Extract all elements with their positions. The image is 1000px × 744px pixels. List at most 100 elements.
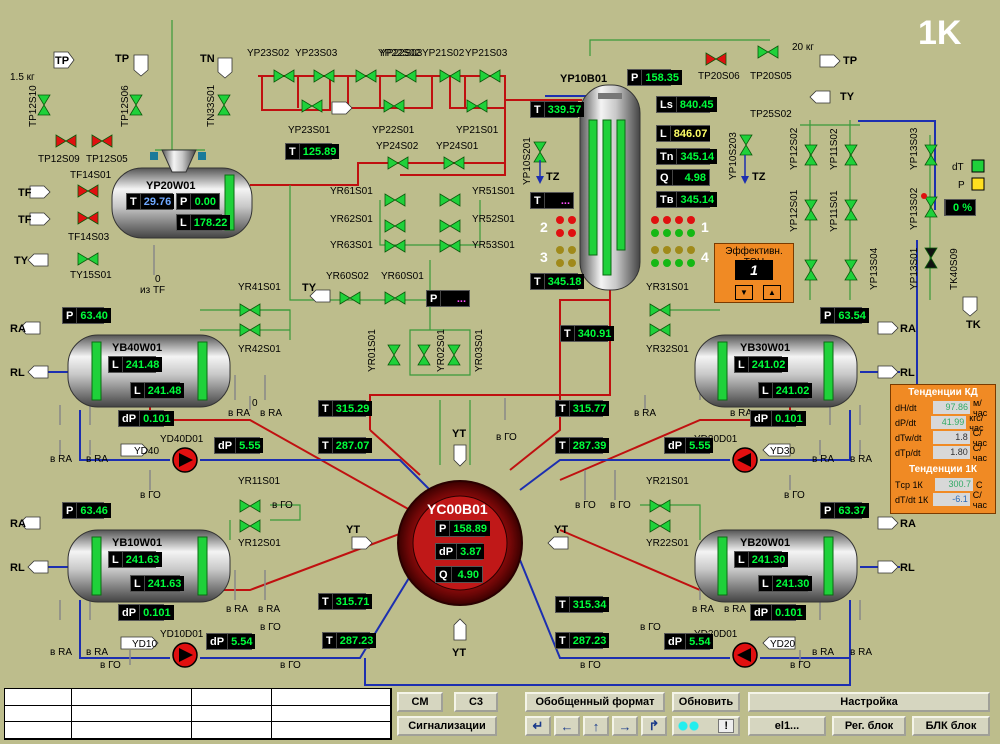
lbl-yr52s01: YR52S01 — [472, 214, 515, 225]
arrow-back-icon[interactable]: ↵ — [525, 716, 551, 736]
lbl-vgo-7: в ГО — [784, 490, 805, 501]
lbl-ra1: RA — [10, 323, 26, 335]
lbl-yp12s01: YP12S01 — [789, 189, 800, 232]
heater-efficiency-panel: Эффективн. ТЭН 1 ▼ ▲ — [714, 243, 794, 303]
lbl-yr41s01: YR41S01 — [238, 282, 281, 293]
lbl-yp21s02: YP21S02 — [422, 48, 465, 59]
lbl-yr32s01: YR32S01 — [646, 344, 689, 355]
arrow-forward-icon[interactable]: ↱ — [641, 716, 667, 736]
pump30-tag: YD30 — [770, 446, 795, 457]
lbl-vra-12: в RA — [850, 454, 872, 465]
lbl-vra-11: в RA — [812, 454, 834, 465]
lbl-tp12s06: TP12S06 — [120, 85, 131, 127]
sg30-name: YB30W01 — [740, 342, 790, 354]
settings-button[interactable]: Настройка — [748, 692, 990, 712]
general-format-button[interactable]: Обобщенный формат — [525, 692, 665, 712]
lbl-vra-9: в RA — [634, 408, 656, 419]
lbl-tp3: TP — [843, 55, 857, 67]
bubbler-name: YP20W01 — [146, 180, 196, 192]
cm-button[interactable]: СМ — [397, 692, 443, 712]
reg-block-button[interactable]: Рег. блок — [832, 716, 906, 736]
lbl-ra4: RA — [900, 518, 916, 530]
signals-button[interactable]: Сигнализации — [397, 716, 497, 736]
arrow-left-icon[interactable]: ← — [554, 716, 580, 736]
lbl-rl1: RL — [10, 367, 25, 379]
percent-indicator: 0 % — [944, 199, 976, 216]
pump-yd20-icon[interactable] — [732, 642, 758, 668]
arrow-up-icon[interactable]: ↑ — [583, 716, 609, 736]
pump-yd40-icon[interactable] — [172, 447, 198, 473]
lbl-vgo-1: в ГО — [140, 490, 161, 501]
lbl-yp24s01: YP24S01 — [436, 141, 479, 152]
refresh-button[interactable]: Обновить — [672, 692, 740, 712]
status-button[interactable]: ! — [672, 716, 740, 736]
pump-yd10-icon[interactable] — [172, 642, 198, 668]
c3-button[interactable]: С3 — [454, 692, 498, 712]
lbl-tn: TN — [200, 53, 215, 65]
lbl-vra-10: в RA — [730, 408, 752, 419]
lbl-rl2: RL — [10, 562, 25, 574]
pump30-name: YD30D01 — [694, 434, 738, 445]
message-grid[interactable] — [4, 688, 392, 740]
blk-block-button[interactable]: БЛК блок — [912, 716, 990, 736]
arrow-right-icon[interactable]: → — [612, 716, 638, 736]
lbl-vra-2: в RA — [260, 408, 282, 419]
lbl-ty3: TY — [302, 282, 317, 294]
lbl-yp13s03: YP13S03 — [909, 127, 920, 170]
lbl-yr63s01: YR63S01 — [330, 240, 373, 251]
lbl-yp12s02: YP12S02 — [789, 127, 800, 170]
lbl-ty2: TY — [14, 255, 29, 267]
lbl-rl4: RL — [900, 562, 915, 574]
process-diagram: 2 1 3 4 — [10, 20, 985, 686]
lbl-vgo-9: в ГО — [610, 500, 631, 511]
efficiency-down-button[interactable]: ▼ — [735, 285, 753, 300]
exclamation-label: ! — [718, 719, 734, 733]
lbl-yp13s01: YP13S01 — [909, 247, 920, 290]
heater-group-4: 4 — [701, 249, 709, 265]
el1-button[interactable]: el1... — [748, 716, 826, 736]
efficiency-value: 1 — [735, 260, 773, 280]
lbl-yr11s01: YR11S01 — [238, 476, 281, 487]
pressurizer-vessel[interactable] — [579, 84, 641, 291]
lbl-yp23s02: YP23S02 — [247, 48, 290, 59]
lbl-zero-tf: 0 — [155, 274, 161, 285]
efficiency-up-button[interactable]: ▲ — [763, 285, 781, 300]
diagram-labels: YP23S02 YP23S03 YP22S02 YP21S02 YP21S03 … — [10, 42, 981, 671]
lbl-tf2: TF — [18, 214, 32, 226]
pump20-tag: YD20 — [770, 639, 795, 650]
lbl-dt: dT — [952, 162, 964, 173]
pump-yd30-icon[interactable] — [732, 447, 758, 473]
valves[interactable] — [37, 45, 938, 533]
lbl-yr22s01: YR22S01 — [646, 538, 689, 549]
lbl-tf1: TF — [18, 187, 32, 199]
pump40-name: YD40D01 — [160, 434, 204, 445]
lbl-yp13s04: YP13S04 — [869, 247, 880, 290]
lbl-yp11s02: YP11S02 — [829, 128, 840, 170]
